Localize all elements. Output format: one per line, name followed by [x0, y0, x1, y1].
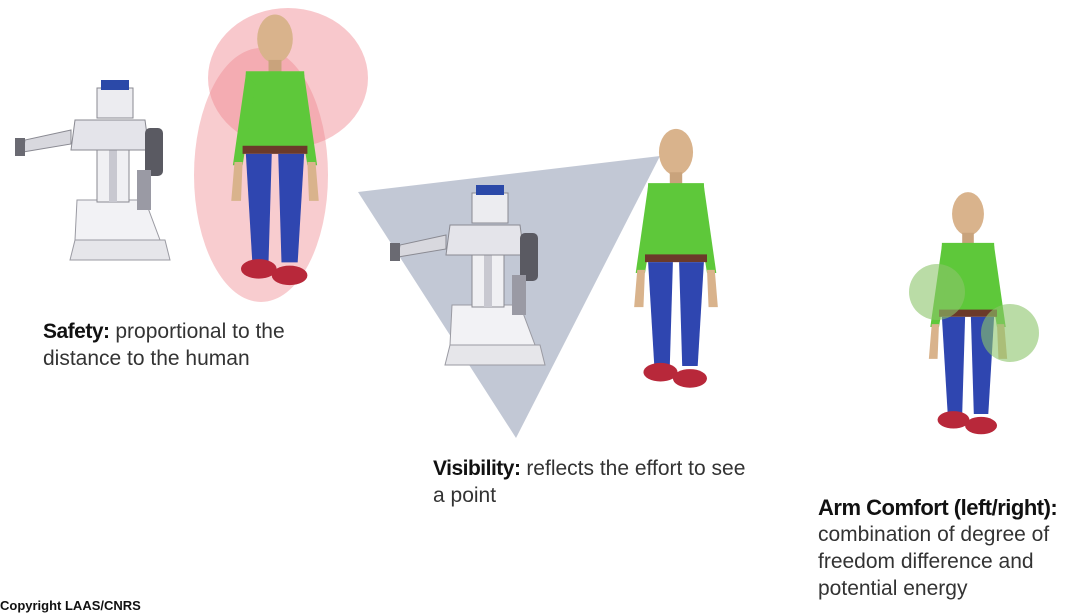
comfort-zone-right	[981, 304, 1039, 362]
safety-scene	[15, 8, 368, 302]
copyright-text: Copyright LAAS/CNRS	[0, 598, 141, 613]
arm-comfort-caption: Arm Comfort (left/right): combination of…	[818, 494, 1083, 602]
safety-caption-title: Safety:	[43, 320, 110, 343]
arm-comfort-scene	[909, 192, 1039, 434]
visibility-scene	[358, 129, 718, 438]
visibility-caption: Visibility: reflects the effort to see a…	[433, 455, 753, 509]
visibility-cone	[358, 156, 660, 438]
arm-comfort-caption-text: combination of degree of freedom differe…	[818, 523, 1049, 600]
safety-caption: Safety: proportional to the distance to …	[43, 318, 363, 372]
arm-comfort-caption-title: Arm Comfort (left/right):	[818, 494, 1083, 521]
robot-safety	[15, 80, 170, 260]
comfort-zone-left	[909, 264, 965, 320]
visibility-caption-title: Visibility:	[433, 457, 520, 480]
